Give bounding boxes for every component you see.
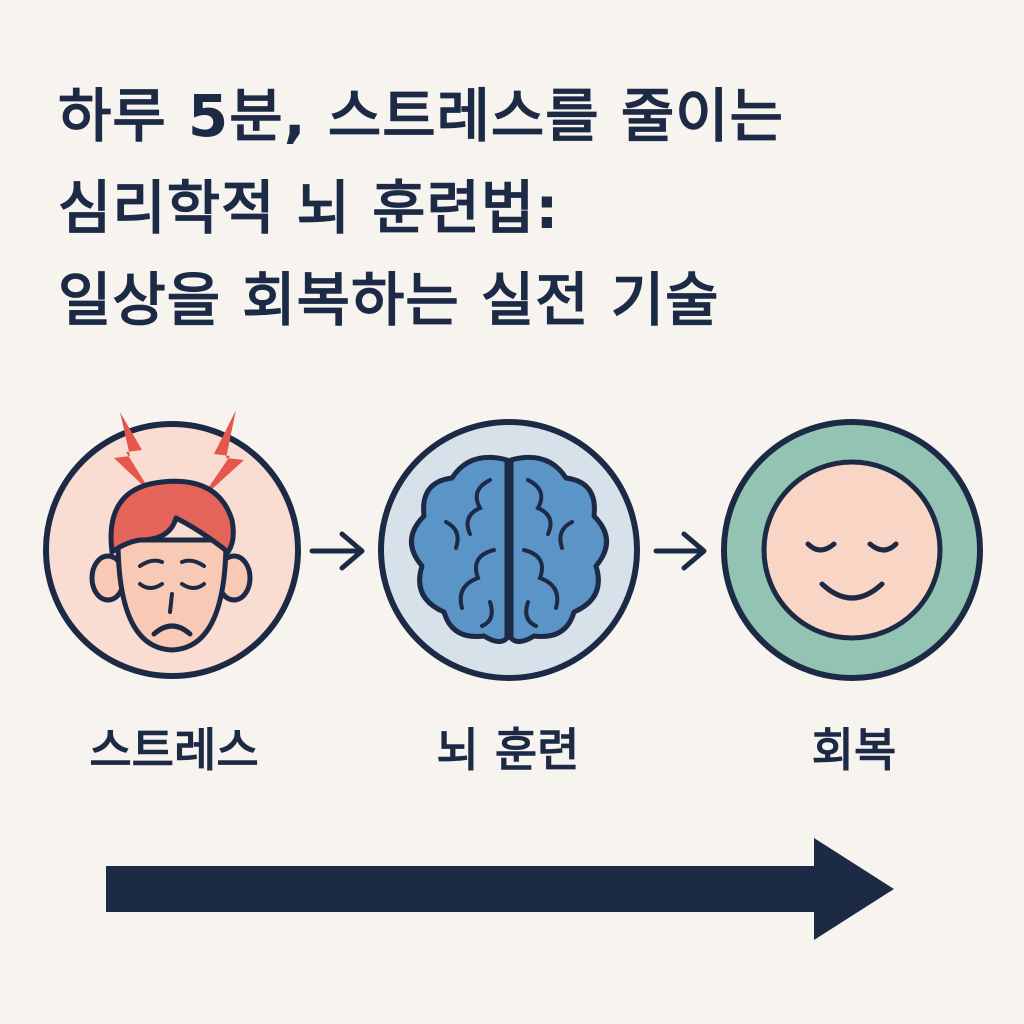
recovery-face — [761, 459, 943, 641]
arrow-right-icon — [653, 531, 707, 571]
stressed-face-icon — [43, 410, 301, 679]
step-labels: 스트레스 뇌 훈련 회복 — [0, 720, 1024, 790]
page-title: 하루 5분, 스트레스를 줄이는 심리학적 뇌 훈련법: 일상을 회복하는 실전… — [58, 70, 784, 346]
calm-smiling-face-icon — [721, 419, 983, 681]
title-line-3: 일상을 회복하는 실전 기술 — [58, 266, 720, 334]
step-label-brain-training: 뇌 훈련 — [436, 723, 580, 777]
lightning-bolt-right — [200, 410, 244, 500]
brain-icon — [378, 419, 640, 681]
arrow-right-icon — [309, 531, 365, 571]
title-line-1: 하루 5분, 스트레스를 줄이는 — [58, 82, 784, 150]
progress-arrow-icon — [106, 838, 894, 940]
step-label-recovery: 회복 — [811, 723, 897, 777]
title-line-2: 심리학적 뇌 훈련법: — [58, 174, 560, 242]
step-label-stress: 스트레스 — [89, 723, 259, 777]
process-diagram — [0, 380, 1024, 710]
